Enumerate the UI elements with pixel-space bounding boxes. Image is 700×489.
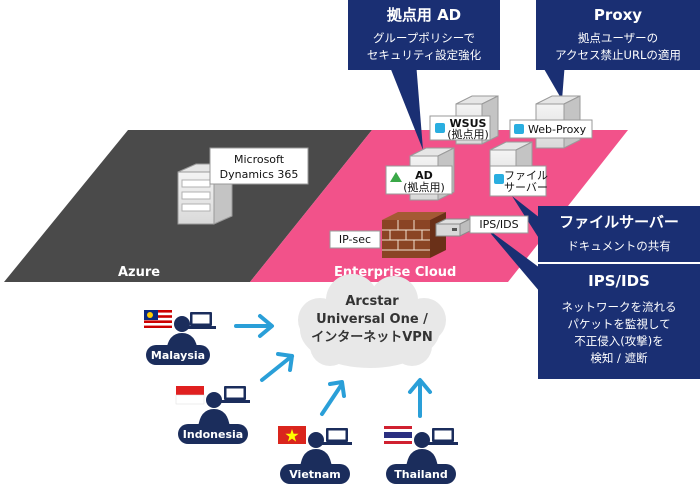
arrow-icon bbox=[408, 378, 432, 418]
cloud-line: インターネットVPN bbox=[311, 330, 432, 345]
wsus-label: WSUS (拠点用) bbox=[429, 115, 491, 141]
proxy-callout-line: 拠点ユーザーの bbox=[578, 31, 658, 45]
dynamics-label-line: Microsoft bbox=[234, 153, 285, 166]
ipsids-callout: IPS/IDS ネットワークを流れる パケットを監視して 不正侵入(攻撃)を 検… bbox=[538, 264, 700, 379]
ad-callout-line: セキュリティ設定強化 bbox=[367, 48, 482, 62]
user-thailand: Thailand bbox=[384, 426, 458, 484]
user-vietnam: Vietnam bbox=[278, 426, 352, 484]
ad-triangle-icon bbox=[390, 172, 402, 182]
vpn-cloud-icon bbox=[298, 274, 446, 368]
country-label: Malaysia bbox=[151, 349, 205, 362]
fileserver-callout-title: ファイルサーバー bbox=[559, 213, 679, 231]
file-label-line: ファイル bbox=[504, 169, 548, 182]
ipsids-label-text: IPS/IDS bbox=[479, 218, 518, 231]
ipsids-callout-line: 不正侵入(攻撃)を bbox=[574, 334, 663, 348]
webproxy-label-text: Web-Proxy bbox=[528, 123, 587, 136]
ad-callout-pointer bbox=[388, 62, 423, 150]
file-label-line: サーバー bbox=[504, 181, 548, 194]
arrow-icon bbox=[260, 352, 294, 382]
enterprise-cloud-label: Enterprise Cloud bbox=[334, 265, 456, 280]
ipsids-callout-line: 検知 / 遮断 bbox=[590, 351, 648, 365]
ipsids-label: IPS/IDS bbox=[469, 215, 529, 234]
proxy-callout-line: アクセス禁止URLの適用 bbox=[555, 48, 681, 62]
fileserver-callout-line: ドキュメントの共有 bbox=[567, 239, 671, 253]
laptop-icon bbox=[428, 428, 458, 445]
ad-label: AD (拠点用) bbox=[385, 165, 453, 195]
laptop-icon bbox=[220, 386, 250, 403]
ad-label-line: (拠点用) bbox=[403, 181, 445, 194]
dynamics-label-line: Dynamics 365 bbox=[220, 168, 299, 181]
cloud-line: Universal One / bbox=[316, 312, 428, 327]
country-label: Thailand bbox=[394, 468, 447, 481]
ipsids-callout-title: IPS/IDS bbox=[588, 272, 650, 290]
wsus-label-line: WSUS bbox=[450, 117, 487, 130]
ipsids-callout-line: パケットを監視して bbox=[567, 317, 670, 331]
laptop-icon bbox=[322, 428, 352, 445]
ipsids-callout-pointer bbox=[486, 228, 540, 292]
proxy-callout-title: Proxy bbox=[594, 6, 642, 24]
country-badge bbox=[386, 464, 456, 484]
person-icon bbox=[406, 432, 438, 468]
ipsec-label-text: IP-sec bbox=[339, 233, 371, 246]
arrow-icon bbox=[234, 314, 274, 338]
indonesia-flag-icon bbox=[175, 386, 205, 405]
ipsids-callout-line: ネットワークを流れる bbox=[562, 300, 677, 314]
webproxy-label: Web-Proxy bbox=[509, 119, 593, 139]
country-badge bbox=[280, 464, 350, 484]
country-badge bbox=[146, 345, 210, 365]
laptop-icon bbox=[186, 312, 216, 329]
country-label: Vietnam bbox=[289, 468, 341, 481]
database-icon bbox=[514, 124, 524, 134]
vietnam-flag-icon bbox=[278, 426, 306, 444]
ipsec-label: IP-sec bbox=[329, 230, 381, 249]
ips-device-icon bbox=[435, 218, 471, 237]
dynamics-label: Microsoft Dynamics 365 bbox=[209, 147, 309, 185]
wsus-label-line: (拠点用) bbox=[447, 128, 489, 141]
proxy-callout-pointer bbox=[540, 62, 565, 100]
database-icon bbox=[435, 123, 445, 133]
user-malaysia: Malaysia bbox=[144, 310, 216, 365]
person-icon bbox=[300, 432, 332, 468]
malaysia-flag-icon bbox=[144, 310, 172, 328]
user-indonesia: Indonesia bbox=[175, 386, 250, 444]
person-icon bbox=[198, 392, 230, 428]
cloud-line: Arcstar bbox=[345, 294, 399, 309]
ad-callout: 拠点用 AD グループポリシーで セキュリティ設定強化 bbox=[348, 0, 500, 70]
ad-callout-line: グループポリシーで bbox=[373, 31, 475, 45]
ad-callout-title: 拠点用 AD bbox=[387, 6, 461, 24]
country-badge bbox=[178, 424, 248, 444]
thailand-flag-icon bbox=[384, 426, 412, 444]
azure-label: Azure bbox=[118, 265, 160, 280]
ad-label-line: AD bbox=[415, 169, 433, 182]
fileserver-callout: ファイルサーバー ドキュメントの共有 bbox=[538, 206, 700, 262]
file-label: ファイル サーバー bbox=[489, 165, 548, 197]
database-icon bbox=[494, 174, 504, 184]
proxy-callout: Proxy 拠点ユーザーの アクセス禁止URLの適用 bbox=[536, 0, 700, 70]
country-label: Indonesia bbox=[183, 428, 243, 441]
arrow-icon bbox=[320, 380, 346, 416]
